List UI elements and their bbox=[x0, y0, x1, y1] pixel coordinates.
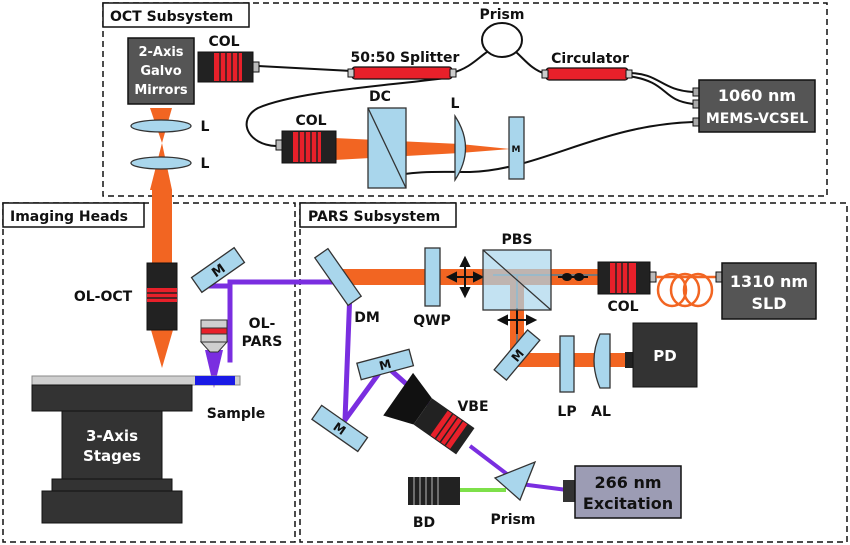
pbs-label: PBS bbox=[501, 232, 532, 248]
collimator-mid bbox=[275, 130, 337, 164]
quarter-wave-plate bbox=[424, 247, 441, 307]
svg-text:M: M bbox=[378, 357, 393, 374]
dm-label: DM bbox=[354, 310, 380, 326]
splitter-label: 50:50 Splitter bbox=[351, 50, 460, 66]
svg-text:Galvo: Galvo bbox=[140, 64, 181, 79]
oct-subsystem-title: OCT Subsystem bbox=[110, 9, 233, 25]
lens-lower bbox=[130, 156, 192, 170]
mirror-low: M bbox=[310, 404, 369, 453]
objective-pars bbox=[199, 319, 229, 353]
oct-fibers bbox=[245, 22, 694, 179]
pars-subsystem-frame: PARS Subsystem bbox=[299, 202, 848, 543]
galvo-mirrors-box: 2-Axis Galvo Mirrors bbox=[127, 37, 195, 105]
mirror-head: M bbox=[190, 246, 246, 294]
collimator-pars bbox=[597, 261, 657, 295]
polarizing-beam-splitter bbox=[482, 249, 552, 311]
variable-beam-expander bbox=[383, 372, 475, 455]
collimator-top bbox=[197, 51, 260, 83]
long-pass-filter bbox=[559, 335, 575, 393]
svg-text:266 nm: 266 nm bbox=[594, 473, 661, 492]
mirror-mid: M bbox=[356, 348, 415, 381]
vcsel-box: 1060 nm MEMS-VCSEL bbox=[692, 79, 816, 133]
prism-bottom-label: Prism bbox=[491, 512, 536, 528]
aspheric-lens bbox=[593, 333, 611, 389]
imaging-heads-title: Imaging Heads bbox=[10, 209, 128, 225]
col-pars-label: COL bbox=[607, 299, 638, 315]
ol-pars-label-line1: OL- bbox=[249, 316, 276, 332]
svg-text:Stages: Stages bbox=[83, 447, 141, 465]
svg-text:M: M bbox=[512, 145, 521, 155]
svg-text:Mirrors: Mirrors bbox=[134, 83, 188, 98]
sample-block bbox=[195, 376, 235, 385]
circulator bbox=[541, 67, 633, 81]
polarization-arrows bbox=[445, 255, 588, 334]
svg-text:SLD: SLD bbox=[752, 294, 787, 313]
l-lower-label: L bbox=[201, 156, 210, 172]
dichroic-mirror bbox=[313, 247, 363, 307]
prism-bottom bbox=[493, 460, 537, 502]
svg-text:PD: PD bbox=[653, 347, 676, 365]
col-top-label: COL bbox=[208, 34, 239, 50]
svg-text:3-Axis: 3-Axis bbox=[86, 427, 138, 445]
dispersion-compensator bbox=[367, 107, 407, 189]
qwp-label: QWP bbox=[413, 313, 451, 329]
ol-pars-label-line2: PARS bbox=[242, 334, 283, 350]
lens-reference bbox=[454, 113, 467, 183]
mirror-reference: M bbox=[508, 116, 525, 180]
al-label: AL bbox=[591, 404, 611, 420]
sample-label: Sample bbox=[207, 406, 265, 422]
mirror-pbs: M bbox=[493, 329, 541, 381]
sld-box: 1310 nm SLD bbox=[715, 262, 817, 320]
lp-label: LP bbox=[557, 404, 576, 420]
photodiode-box: PD bbox=[625, 322, 698, 388]
ol-oct-label: OL-OCT bbox=[74, 289, 133, 305]
vbe-label: VBE bbox=[457, 399, 488, 415]
imaging-heads-frame: Imaging Heads bbox=[2, 202, 296, 543]
bd-label: BD bbox=[413, 515, 435, 531]
svg-text:2-Axis: 2-Axis bbox=[138, 45, 183, 60]
lens-upper bbox=[130, 119, 192, 133]
l-upper-label: L bbox=[201, 119, 210, 135]
objective-oct bbox=[146, 262, 178, 331]
stages: 3-Axis Stages bbox=[31, 384, 193, 524]
beam-dump bbox=[408, 477, 460, 505]
svg-text:MEMS-VCSEL: MEMS-VCSEL bbox=[706, 111, 808, 127]
circulator-label: Circulator bbox=[551, 51, 629, 67]
oct-subsystem-frame: OCT Subsystem bbox=[102, 2, 828, 197]
l-ref-label: L bbox=[451, 96, 460, 112]
svg-text:1060 nm: 1060 nm bbox=[718, 86, 796, 105]
svg-text:Excitation: Excitation bbox=[583, 494, 673, 513]
splitter bbox=[347, 66, 457, 80]
col-mid-label: COL bbox=[295, 113, 326, 129]
dc-label: DC bbox=[369, 89, 391, 105]
excitation-laser-box: 266 nm Excitation bbox=[563, 465, 682, 519]
pars-subsystem-title: PARS Subsystem bbox=[308, 209, 440, 225]
sld-fiber-coil bbox=[656, 272, 722, 308]
prism-top-label: Prism bbox=[480, 7, 525, 23]
svg-text:1310 nm: 1310 nm bbox=[730, 272, 808, 291]
